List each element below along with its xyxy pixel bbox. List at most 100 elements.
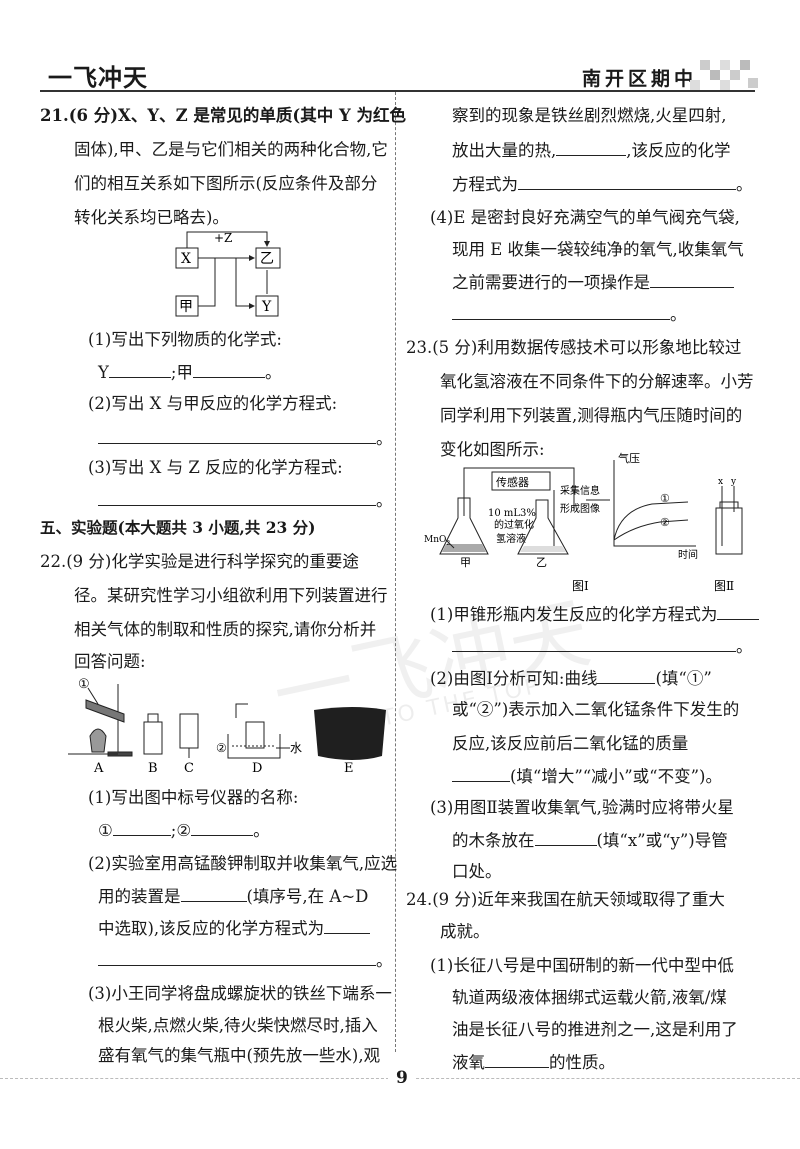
answer-blank-curve[interactable] (597, 668, 656, 684)
graph-label: 形成图像 (560, 503, 600, 515)
q24-stem-line1: 24.(9 分)近年来我国在航天领域取得了重大 (406, 890, 725, 909)
q22-cont-line1: 察到的现象是铁丝剧烈燃烧,火星四射, (452, 106, 727, 125)
answer-line[interactable] (98, 950, 376, 966)
q23-part2-line4: (填“增大”“减小”或“不变”)。 (452, 766, 722, 787)
answer-blank-operation[interactable] (650, 272, 734, 288)
answer-blank-instrument2[interactable] (191, 820, 254, 836)
q22-part3-line3: 盛有氧气的集气瓶中(预先放一些水),观 (98, 1046, 381, 1065)
answer-blank-instrument1[interactable] (112, 820, 171, 836)
q24-stem-line2: 成就。 (440, 922, 490, 941)
mark-2-label: ;② (170, 821, 192, 840)
q23-stem-line2: 氧化氢溶液在不同条件下的分解速率。小芳 (440, 372, 754, 391)
q22-cont-line3: 方程式为 。 (452, 174, 753, 195)
q23-part2-line1: (2)由图Ⅰ分析可知:曲线(填“①” (430, 668, 712, 689)
q23-part1-line: 。 (452, 636, 753, 657)
q23-figure: 传感器 MnO2 甲 10 mL3% 的过氧化 氢溶液 乙 采集信息 形成图像 … (424, 451, 743, 593)
node-y (255, 295, 279, 317)
answer-blank-y[interactable] (108, 362, 171, 378)
mark-1-label: ① (98, 821, 113, 840)
answer-blank-equation[interactable] (518, 174, 736, 190)
water-label: 水 (290, 741, 302, 755)
q21-y-label: Y (98, 363, 109, 382)
mark-1: ① (78, 677, 90, 692)
text: 液氧 (452, 1053, 485, 1072)
end-mark: 。 (736, 175, 753, 194)
q23-stem-line3: 同学利用下列装置,测得瓶内气压随时间的 (440, 406, 743, 425)
answer-blank-property[interactable] (485, 1052, 549, 1068)
text: (填“x”或“y”)导管 (596, 831, 728, 850)
end-mark: 。 (376, 429, 393, 448)
q21-part2: (2)写出 X 与甲反应的化学方程式: (88, 394, 338, 413)
curve-2-label: ② (660, 516, 670, 529)
text: 方程式为 (452, 175, 518, 194)
node-yi (255, 247, 281, 269)
brand-logo: 一飞冲天 (48, 64, 148, 92)
collection-bottle (715, 507, 743, 555)
label-e: E (344, 761, 354, 776)
curve-1-label: ① (660, 492, 670, 505)
q22-part4-line3: 之前需要进行的一项操作是 (452, 272, 734, 293)
q22-part2-line3: 中选取),该反应的化学方程式为 (98, 918, 371, 939)
q22-part4-line2: 现用 E 收集一袋较纯净的氧气,收集氧气 (452, 240, 744, 259)
answer-line[interactable] (98, 428, 376, 444)
q21-part3-line: 。 (98, 490, 393, 511)
q22-apparatus-figure: ① A B C ② 水 D E (68, 677, 386, 776)
answer-blank[interactable] (324, 918, 371, 934)
answer-blank-mass[interactable] (452, 766, 510, 782)
curve-1 (613, 501, 689, 541)
q23-part3-line2: 的木条放在(填“x”或“y”)导管 (452, 830, 728, 851)
text: 用的装置是 (98, 887, 181, 906)
text: (1)甲锥形瓶内发生反应的化学方程式为 (430, 605, 718, 624)
q22-part2-line4: 。 (98, 950, 393, 971)
text: 放出大量的热, (452, 141, 557, 160)
q21-stem-line4: 转化关系均已略去)。 (74, 208, 229, 227)
end-mark: 。 (376, 951, 393, 970)
collect-label: 采集信息 (560, 484, 600, 497)
answer-blank-device[interactable] (180, 886, 247, 902)
q21-sep: ;甲 (170, 363, 193, 382)
q23-part3-line1: (3)用图Ⅱ装置收集氧气,验满时应将带火星 (430, 798, 734, 817)
flask-jia (439, 497, 489, 555)
text: ,该反应的化学 (626, 141, 731, 160)
q22-part3-line1: (3)小王同学将盘成螺旋状的铁丝下端系一 (88, 984, 392, 1003)
time-label: 时间 (678, 548, 698, 561)
answer-blank[interactable] (717, 604, 760, 620)
answer-blank-phenomenon[interactable] (556, 140, 627, 156)
apparatus-c (179, 713, 199, 758)
q22-stem-line2: 径。某研究性学习小组欲利用下列装置进行 (74, 586, 388, 605)
answer-line[interactable] (98, 490, 376, 506)
answer-blank-tube[interactable] (534, 830, 597, 846)
q23-part1: (1)甲锥形瓶内发生反应的化学方程式为 (430, 604, 760, 625)
q24-part1-line1: (1)长征八号是中国研制的新一代中型中低 (430, 956, 734, 975)
mno2-label: MnO2 (424, 535, 450, 547)
end-mark: 。 (264, 363, 282, 382)
q21-stem-line1: 21.(6 分)X、Y、Z 是常见的单质(其中 Y 为红色 (40, 106, 406, 126)
node-y-label: Y (261, 299, 272, 315)
q23-part2-line3: 反应,该反应前后二氧化锰的质量 (452, 734, 689, 753)
reagent-line2: 的过氧化 (494, 518, 534, 531)
answer-line[interactable] (452, 636, 736, 652)
q21-relation-diagram: X 乙 甲 Y +Z (175, 231, 281, 317)
answer-blank-jia[interactable] (192, 362, 265, 378)
end-mark: 。 (670, 305, 687, 324)
label-d: D (252, 761, 262, 776)
curve-2 (613, 519, 689, 541)
q22-part4-line1: (4)E 是密封良好充满空气的单气阀充气袋, (430, 208, 740, 227)
flask-yi (517, 499, 569, 555)
q23-part2-line2: 或“②”)表示加入二氧化锰条件下发生的 (452, 700, 740, 719)
reagent-line3: 氢溶液 (496, 532, 526, 545)
q21-part1: (1)写出下列物质的化学式: (88, 330, 282, 349)
q22-stem-line4: 回答问题: (74, 652, 146, 671)
section-title: 五、实验题(本大题共 3 小题,共 23 分) (40, 518, 316, 537)
end-mark: 。 (376, 491, 393, 510)
q22-cont-line2: 放出大量的热, ,该反应的化学 (452, 140, 731, 161)
header-rule (40, 90, 755, 92)
label-c: C (184, 761, 194, 776)
flask-yi-label: 乙 (536, 556, 547, 569)
answer-line[interactable] (452, 304, 670, 320)
fig1-caption: 图Ⅰ (572, 579, 589, 593)
q21-part3: (3)写出 X 与 Z 反应的化学方程式: (88, 458, 343, 477)
q22-stem-line1: 22.(9 分)化学实验是进行科学探究的重要途 (40, 552, 359, 571)
q21-part1-answer: Y ;甲 。 (98, 362, 281, 383)
q22-part1-answer: ①;②。 (98, 820, 270, 841)
